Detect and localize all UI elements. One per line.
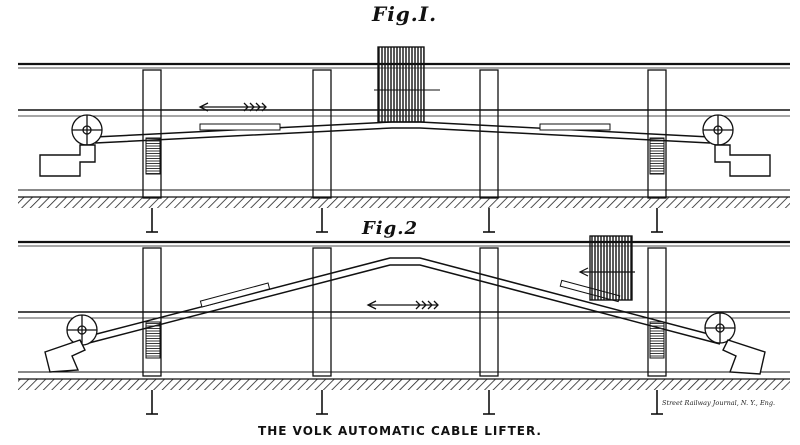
fig2-pulley-right (704, 312, 736, 344)
figure-2-label: Fig.2 (362, 218, 418, 239)
fig1-crank-left (39, 144, 96, 177)
fig2-direction-arrow-gripper (578, 267, 635, 277)
fig1-direction-arrow (198, 102, 267, 112)
figure-1-drawing (18, 46, 790, 233)
fig2-bracket-left (145, 321, 161, 359)
fig2-ties (146, 390, 663, 415)
figure-1-label: Fig.I. (372, 2, 438, 26)
fig2-pulley-left (66, 314, 98, 346)
fig1-lifter-pad-right (539, 123, 611, 131)
fig1-lifter-bar (94, 121, 711, 144)
fig2-crank-right (722, 339, 766, 375)
fig2-lifter-pad-left (199, 282, 271, 308)
plate-caption: THE VOLK AUTOMATIC CABLE LIFTER. (258, 424, 542, 438)
fig1-bracket-left (145, 137, 161, 175)
fig1-ties (146, 208, 663, 233)
fig2-crank-left (44, 339, 86, 373)
engraving-credit: Street Railway Journal, N. Y., Eng. (662, 399, 776, 407)
figure-2-drawing (18, 235, 790, 415)
fig1-bracket-right (649, 137, 665, 175)
fig2-direction-arrow (366, 300, 439, 310)
fig1-pulley-left (71, 114, 103, 146)
fig1-lifter-pad-left (199, 123, 281, 131)
fig1-street-surface (18, 197, 790, 208)
fig1-crank-right (714, 144, 771, 177)
fig1-pulley-right (702, 114, 734, 146)
fig2-gripper (589, 235, 633, 301)
fig1-gripper (374, 46, 440, 123)
fig2-bracket-right (649, 321, 665, 359)
fig2-street-surface (18, 379, 790, 390)
